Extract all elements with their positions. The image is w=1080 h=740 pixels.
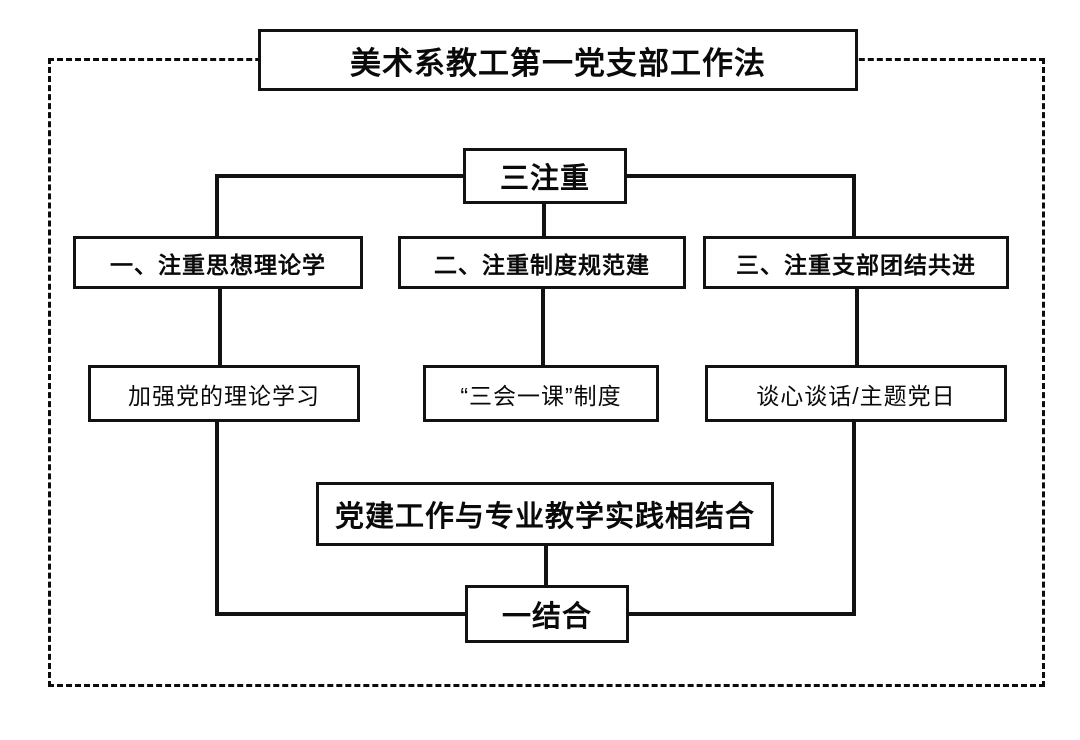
node-pillar-two: 二、注重制度规范建 bbox=[398, 236, 686, 289]
node-pillar-three: 三、注重支部团结共进 bbox=[703, 236, 1009, 289]
node-san-zhu-zhong: 三注重 bbox=[463, 148, 627, 204]
node-detail-heart-talk: 谈心谈话/主题党日 bbox=[705, 365, 1007, 422]
connector-combine-yijiehe bbox=[544, 544, 548, 587]
connector-pillar3-detail3 bbox=[855, 287, 859, 367]
connector-sanzhuzhong-right-vertical bbox=[852, 174, 856, 238]
node-detail-theory-study: 加强党的理论学习 bbox=[88, 365, 360, 422]
connector-yijiehe-left-vertical bbox=[215, 390, 219, 616]
node-pillar-one: 一、注重思想理论学 bbox=[73, 236, 363, 289]
connector-pillar1-detail1 bbox=[218, 287, 222, 367]
node-detail-three-meetings: “三会一课”制度 bbox=[423, 365, 659, 422]
connector-sanzhuzhong-left-vertical bbox=[215, 174, 219, 238]
connector-yijiehe-right-horizontal bbox=[627, 612, 856, 616]
connector-yijiehe-left-horizontal bbox=[215, 612, 467, 616]
connector-yijiehe-right-vertical bbox=[852, 420, 856, 616]
node-yi-jie-he: 一结合 bbox=[465, 585, 629, 643]
connector-sanzhuzhong-center-vertical bbox=[542, 202, 546, 238]
diagram-title-box: 美术系教工第一党支部工作法 bbox=[258, 29, 858, 91]
connector-pillar2-detail2 bbox=[541, 287, 545, 367]
connector-sanzhuzhong-right-horizontal bbox=[625, 174, 856, 178]
node-combine-practice: 党建工作与专业教学实践相结合 bbox=[316, 482, 774, 546]
connector-sanzhuzhong-left-horizontal bbox=[215, 174, 465, 178]
